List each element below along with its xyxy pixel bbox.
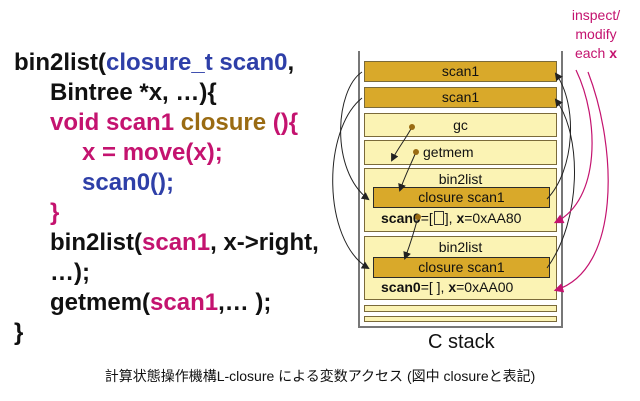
stack-frame-gc: gc bbox=[364, 113, 557, 137]
scan0-x-values-2: scan0=[ ], x=0xAA00 bbox=[381, 279, 514, 295]
stack-frame-empty-2 bbox=[364, 316, 557, 322]
arrow-inspect-to-frame-1 bbox=[553, 69, 593, 224]
arrow-scan1-top-to-closure-1 bbox=[340, 71, 370, 201]
scan0-pointer-dot bbox=[415, 214, 421, 220]
code-listing: bin2list(closure_t scan0, Bintree *x, …)… bbox=[14, 48, 319, 348]
arrow-gc-to-getmem bbox=[391, 126, 413, 162]
closure-scan1-box-2: closure scan1 bbox=[373, 257, 550, 278]
code-line-9: getmem(scan1,… ); bbox=[50, 289, 272, 316]
stack-frame-bin2list-1: bin2list closure scan1 scan0=[], x=0xAA8… bbox=[364, 168, 557, 232]
stack-frame-empty-1 bbox=[364, 305, 557, 312]
code-line-7: bin2list(scan1, x->right, bbox=[50, 229, 319, 256]
code-line-3: void scan1 closure (){ bbox=[50, 109, 299, 136]
code-line-5: scan0(); bbox=[82, 169, 175, 196]
scan0-slot-marker bbox=[433, 211, 444, 225]
c-stack-label: C stack bbox=[428, 331, 495, 353]
arrow-scan0-to-closure-2 bbox=[403, 216, 419, 260]
gc-pointer-dot bbox=[409, 124, 415, 130]
arrow-scan1-to-closure-2 bbox=[332, 97, 370, 270]
stack-frame-bin2list-2: bin2list closure scan1 scan0=[ ], x=0xAA… bbox=[364, 236, 557, 300]
inspect-modify-annotation: inspect/ modify each x bbox=[571, 7, 621, 61]
scan0-x-values-1: scan0=[], x=0xAA80 bbox=[381, 210, 522, 226]
arrow-inspect-to-frame-2 bbox=[553, 71, 609, 293]
stack-frame-scan1: scan1 bbox=[364, 87, 557, 108]
c-stack: scan1 scan1 gc getmem bin2list closure s… bbox=[358, 51, 563, 328]
arrow-closure-1-right-to-scan1 bbox=[546, 72, 571, 200]
code-line-8: …); bbox=[50, 259, 90, 286]
arrow-getmem-to-closure-1 bbox=[398, 151, 417, 192]
arrow-closure-2-right-to-scan1 bbox=[546, 98, 575, 269]
code-line-10: } bbox=[14, 319, 24, 346]
stack-frame-scan1-top: scan1 bbox=[364, 61, 557, 82]
getmem-pointer-dot bbox=[413, 149, 419, 155]
code-line-6: } bbox=[50, 199, 60, 226]
code-line-1: bin2list(closure_t scan0, bbox=[14, 49, 295, 76]
figure-caption: 計算状態操作機構L-closure による変数アクセス (図中 closureと… bbox=[104, 368, 536, 384]
closure-scan1-box-1: closure scan1 bbox=[373, 187, 550, 208]
code-line-4: x = move(x); bbox=[82, 139, 223, 166]
code-line-2: Bintree *x, …){ bbox=[50, 79, 217, 106]
